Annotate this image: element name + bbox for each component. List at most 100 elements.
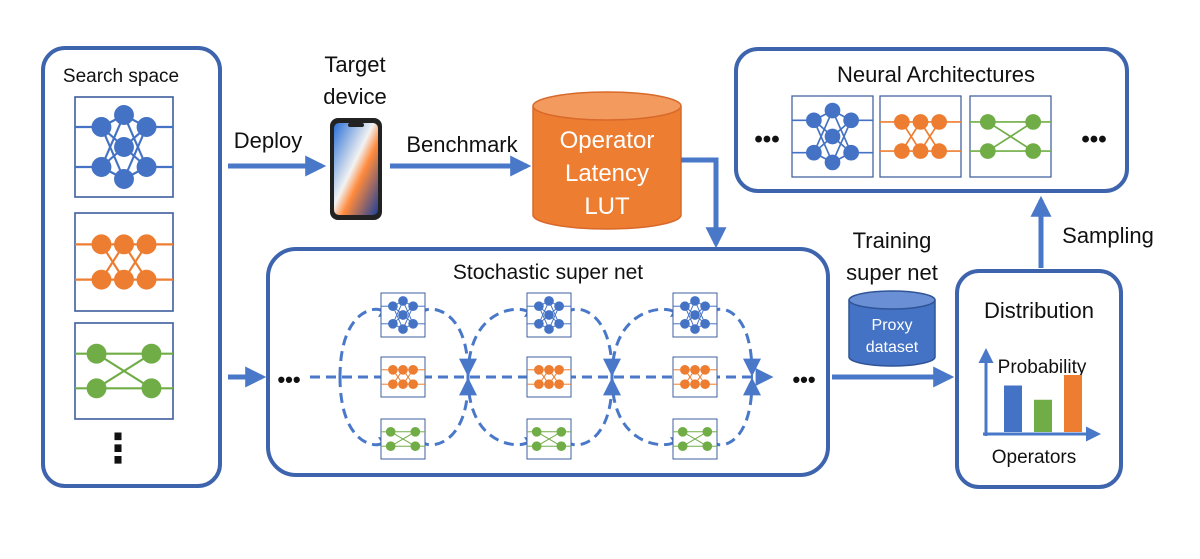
super-net-op-blue [672, 292, 718, 338]
operator-node [843, 112, 859, 129]
operator-node [680, 379, 690, 390]
super-net-branch-edge [338, 299, 398, 378]
lut-label-3: LUT [584, 193, 630, 220]
operator-node [1025, 114, 1042, 130]
lut-label-1: Operator [560, 127, 655, 154]
operator-node [554, 301, 564, 312]
super-net-branch-edge [610, 376, 690, 455]
operator-node [554, 318, 564, 329]
operator-node [136, 157, 157, 177]
operator-node [894, 143, 910, 159]
benchmark-label: Benchmark [406, 132, 518, 157]
super-net-op-blue [380, 292, 426, 338]
operator-node [91, 234, 112, 255]
operator-node [690, 310, 700, 320]
operator-box [879, 95, 962, 178]
operator-node [91, 269, 112, 290]
search-space-more: ⋮ [98, 427, 138, 471]
operator-node [556, 426, 567, 437]
operator-node [544, 324, 554, 334]
operator-node [136, 269, 157, 290]
operator-node [806, 144, 822, 161]
deploy-label: Deploy [234, 128, 302, 153]
search-space-title: Search space [63, 66, 179, 87]
lut-to-supernet-arrow [681, 157, 727, 249]
operator-node [410, 441, 421, 452]
operator-node [979, 143, 996, 159]
operator-node [912, 114, 929, 130]
target-device-label-1: Target [324, 52, 385, 77]
operator-node [843, 144, 859, 161]
operator-node [894, 114, 910, 130]
operator-node [1025, 143, 1042, 159]
operator-node [700, 318, 710, 329]
operator-node [398, 379, 408, 390]
operator-node [408, 379, 418, 390]
distribution-bar-green [1034, 399, 1052, 432]
super-net-more-left: ••• [277, 367, 300, 392]
operator-node [388, 318, 398, 329]
operator-box [380, 418, 426, 460]
operator-node [556, 441, 567, 452]
search-space-panel: Search space ⋮ [41, 46, 222, 488]
operator-node [979, 114, 996, 130]
operator-node [680, 301, 690, 312]
target-device-label-2: device [323, 84, 387, 109]
operator-box [672, 356, 718, 398]
operator-node [702, 426, 713, 437]
operator-node [931, 143, 947, 159]
training-label-2: super net [846, 260, 938, 285]
phone-icon [330, 118, 382, 220]
operator-node [385, 441, 396, 452]
distribution-bar-orange [1064, 375, 1082, 432]
operator-box [74, 212, 174, 312]
super-net-op-orange [672, 356, 718, 398]
distribution-title: Distribution [984, 298, 1094, 323]
operator-node [677, 441, 688, 452]
arch-op-orange [879, 95, 962, 178]
proxy-dataset-cylinder: Proxy dataset [848, 290, 936, 367]
operator-node [534, 379, 544, 390]
operator-node [931, 114, 947, 130]
super-net-title: Stochastic super net [453, 261, 643, 284]
neural-architectures-title: Neural Architectures [837, 62, 1035, 87]
operator-node [680, 364, 690, 375]
operator-edge [95, 352, 153, 390]
operator-node [531, 441, 542, 452]
super-net-op-green [526, 418, 572, 460]
super-net-branch-edge [610, 299, 690, 378]
operator-node [544, 364, 554, 375]
operator-node [114, 234, 134, 255]
operator-node [141, 378, 162, 399]
operator-node [534, 318, 544, 329]
operator-node [544, 310, 554, 320]
arch-more-left: ••• [754, 126, 779, 153]
training-label-1: Training [853, 228, 932, 253]
operator-node [824, 102, 841, 119]
operator-node [408, 318, 418, 329]
proxy-label-2: dataset [866, 339, 919, 356]
operator-node [690, 324, 700, 334]
operator-node [114, 269, 134, 290]
arch-more-right: ••• [1081, 126, 1106, 153]
operator-node [408, 364, 418, 375]
operator-node [385, 426, 396, 437]
distribution-bars [1004, 375, 1082, 432]
operator-node [544, 296, 554, 306]
operator-node [702, 441, 713, 452]
operator-node [86, 378, 107, 399]
operator-node [114, 105, 134, 125]
operator-node [410, 426, 421, 437]
operator-node [912, 143, 929, 159]
operator-node [534, 301, 544, 312]
operator-node [554, 379, 564, 390]
operator-node [554, 364, 564, 375]
operator-latency-lut: Operator Latency LUT [532, 91, 682, 230]
operator-node [806, 112, 822, 129]
sampling-label: Sampling [1062, 223, 1154, 248]
stochastic-super-net-panel: Stochastic super net ••• ••• [266, 247, 830, 477]
operators-axis-label: Operators [992, 447, 1076, 468]
operator-node [677, 426, 688, 437]
operator-node [388, 364, 398, 375]
